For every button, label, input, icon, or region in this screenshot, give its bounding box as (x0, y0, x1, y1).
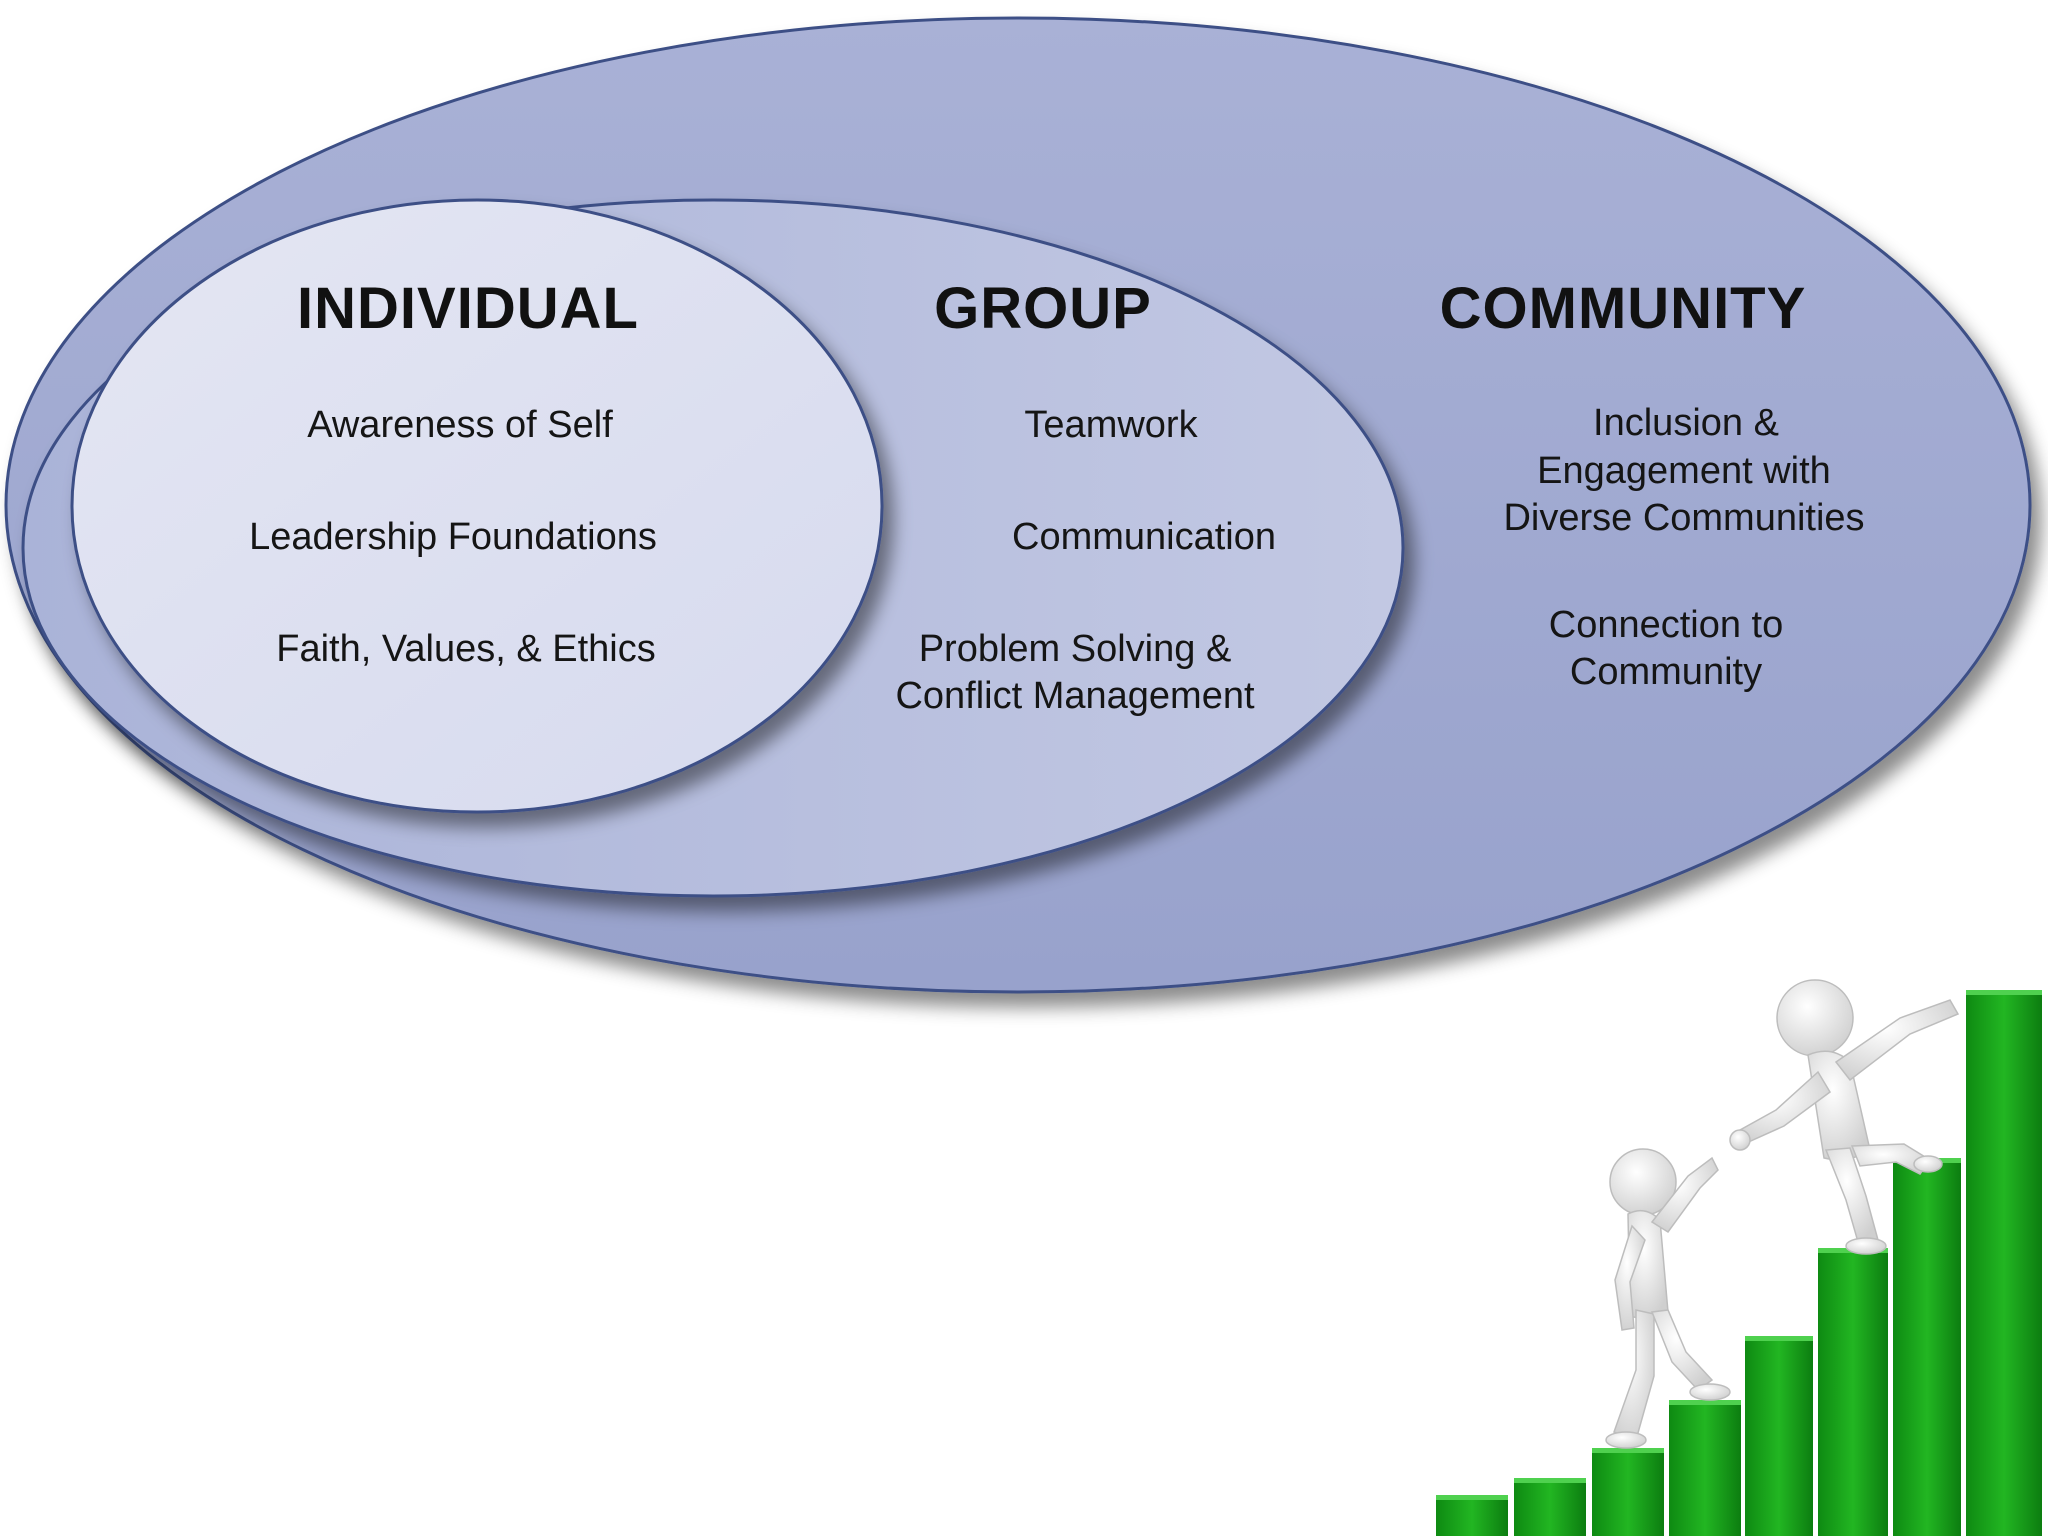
community-item-1a: Inclusion & (1593, 402, 1779, 444)
community-item-2b: Community (1570, 651, 1762, 693)
community-item-1c: Diverse Communities (1503, 497, 1864, 539)
group-heading: GROUP (934, 276, 1152, 341)
bar-1 (1436, 1495, 1508, 1536)
bar-6 (1818, 1248, 1888, 1536)
individual-item-1: Awareness of Self (307, 404, 613, 446)
individual-ellipse (70, 198, 884, 814)
climbing-figure-lower (1605, 1148, 1731, 1449)
people-climbing-bar-chart-icon (1436, 979, 2042, 1536)
community-section: COMMUNITY Inclusion & Engagement with Di… (1440, 276, 1865, 693)
group-section: GROUP Teamwork Communication Problem Sol… (895, 276, 1276, 717)
community-item-1b: Engagement with (1537, 450, 1831, 492)
group-item-2: Communication (1012, 516, 1276, 558)
group-item-3b: Conflict Management (895, 675, 1255, 717)
bar-4 (1669, 1400, 1741, 1536)
bar-5 (1745, 1336, 1813, 1536)
group-item-1: Teamwork (1024, 404, 1198, 446)
individual-item-2: Leadership Foundations (249, 516, 657, 558)
climbing-figure-upper (1729, 979, 1960, 1255)
green-bars (1436, 990, 2042, 1536)
individual-heading: INDIVIDUAL (297, 276, 639, 341)
bar-3 (1592, 1448, 1664, 1536)
community-heading: COMMUNITY (1440, 276, 1807, 341)
individual-item-3: Faith, Values, & Ethics (276, 628, 655, 670)
bar-7 (1893, 1158, 1961, 1536)
bar-2 (1514, 1478, 1586, 1536)
group-item-3a: Problem Solving & (919, 628, 1232, 670)
community-item-2a: Connection to (1549, 604, 1784, 646)
individual-section: INDIVIDUAL Awareness of Self Leadership … (249, 276, 657, 670)
bar-8 (1966, 990, 2042, 1536)
